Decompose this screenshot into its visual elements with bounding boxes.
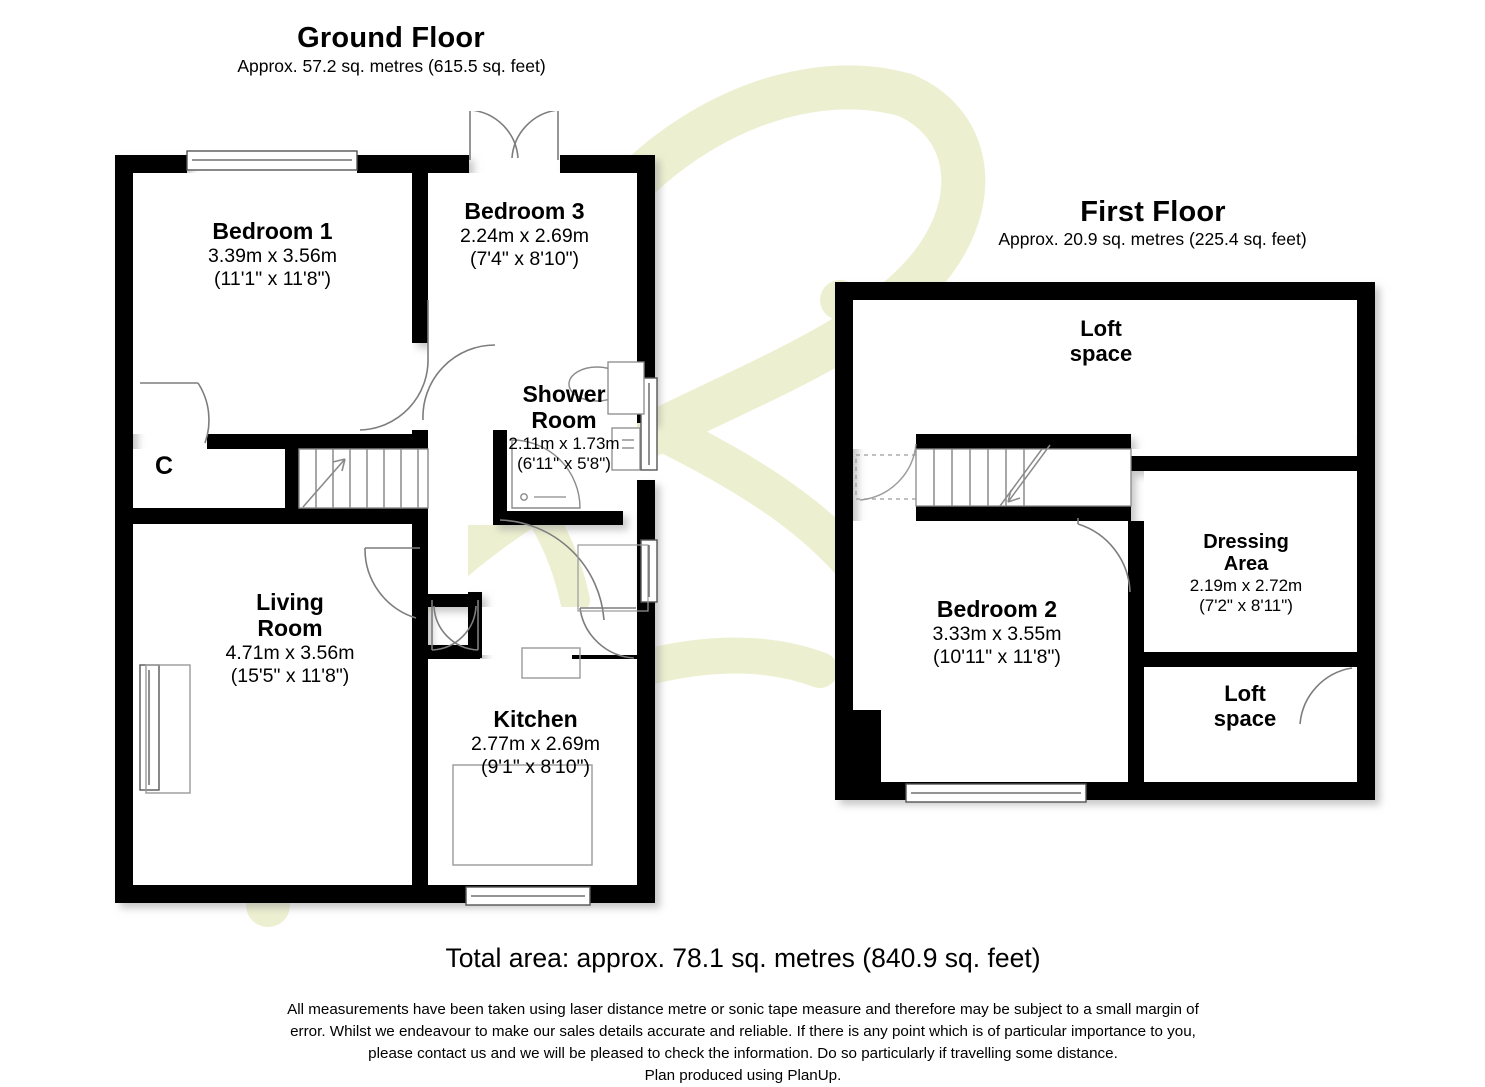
room-name-living-room-line2: Room xyxy=(257,614,323,641)
room-label-bedroom-2: Bedroom 2 3.33m x 3.55m (10'11" x 11'8") xyxy=(903,596,1091,669)
ground-floor-title: Ground Floor xyxy=(297,22,485,54)
room-dims-imperial-living-room: (15'5" x 11'8") xyxy=(230,664,350,687)
room-label-loft-space-top: Loft space xyxy=(1040,316,1162,366)
room-dims-metric-bedroom-2: 3.33m x 3.55m xyxy=(932,622,1062,645)
loft-space-top-line1: Loft xyxy=(1080,316,1122,341)
room-dims-imperial-bedroom-1: (11'1" x 11'8") xyxy=(213,267,332,290)
room-dims-metric-living-room: 4.71m x 3.56m xyxy=(225,641,355,664)
room-dims-metric-shower-room: 2.11m x 1.73m xyxy=(508,433,620,453)
room-label-living-room: Living Room 4.71m x 3.56m (15'5" x 11'8"… xyxy=(180,589,400,688)
loft-space-bottom-line1: Loft xyxy=(1224,681,1266,706)
ground-floor-doors xyxy=(140,108,649,659)
room-name-bedroom-1: Bedroom 1 xyxy=(212,218,333,244)
ground-floor-stairs xyxy=(298,448,429,509)
first-floor-stairs xyxy=(855,443,1132,507)
first-floor-room-fills xyxy=(853,300,1357,782)
room-dims-imperial-shower-room: (6'11" x 5'8") xyxy=(517,453,611,473)
room-name-shower-room-line1: Shower xyxy=(522,381,606,407)
shower-room-fixtures xyxy=(511,361,645,509)
first-floor-subtitle: Approx. 20.9 sq. metres (225.4 sq. feet) xyxy=(998,229,1307,249)
room-dims-imperial-kitchen: (9'1" x 8'10") xyxy=(480,755,591,778)
first-floor-windows xyxy=(905,783,1087,803)
room-label-bedroom-3: Bedroom 3 2.24m x 2.69m (7'4" x 8'10") xyxy=(433,198,616,271)
room-name-kitchen: Kitchen xyxy=(493,706,578,732)
room-label-cupboard: C xyxy=(154,452,174,480)
loft-space-top-line2: space xyxy=(1069,341,1133,367)
room-label-dressing-area: Dressing Area 2.19m x 2.72m (7'2" x 8'11… xyxy=(1163,531,1329,616)
ground-floor-windows xyxy=(139,150,658,906)
living-room-furniture xyxy=(145,664,191,794)
room-label-bedroom-1: Bedroom 1 3.39m x 3.56m (11'1" x 11'8") xyxy=(175,218,370,291)
room-dims-imperial-dressing-area: (7'2" x 8'11") xyxy=(1199,595,1293,615)
room-label-kitchen: Kitchen 2.77m x 2.69m (9'1" x 8'10") xyxy=(437,706,634,779)
room-name-bedroom-3: Bedroom 3 xyxy=(464,198,585,224)
room-name-dressing-area-line1: Dressing xyxy=(1203,531,1289,553)
room-name-bedroom-2: Bedroom 2 xyxy=(936,596,1058,622)
disclaimer-line-2: error. Whilst we endeavour to make our s… xyxy=(290,1023,1196,1041)
disclaimer-block: All measurements have been taken using l… xyxy=(243,999,1243,1087)
room-dims-metric-kitchen: 2.77m x 2.69m xyxy=(471,732,600,755)
total-area-text: Total area: approx. 78.1 sq. metres (840… xyxy=(445,943,1041,973)
room-label-loft-space-bottom: Loft space xyxy=(1184,681,1306,731)
kitchen-units xyxy=(452,647,593,866)
first-floor-title: First Floor xyxy=(1080,196,1226,228)
room-name-shower-room-line2: Room xyxy=(531,406,597,433)
room-dims-metric-bedroom-3: 2.24m x 2.69m xyxy=(460,224,589,247)
loft-space-bottom-line2: space xyxy=(1213,706,1277,732)
room-label-shower-room: Shower Room 2.11m x 1.73m (6'11" x 5'8") xyxy=(483,381,645,474)
room-dims-metric-bedroom-1: 3.39m x 3.56m xyxy=(208,244,337,267)
ground-floor-room-fills xyxy=(133,173,637,885)
disclaimer-line-3: please contact us and we will be pleased… xyxy=(368,1045,1118,1063)
disclaimer-line-4: Plan produced using PlanUp. xyxy=(644,1067,842,1085)
disclaimer-line-1: All measurements have been taken using l… xyxy=(287,1001,1199,1018)
room-dims-imperial-bedroom-3: (7'4" x 8'10") xyxy=(469,247,580,270)
first-floor-doors xyxy=(1077,518,1353,725)
room-dims-imperial-bedroom-2: (10'11" x 11'8") xyxy=(933,645,1061,668)
room-name-living-room-line1: Living xyxy=(256,589,324,615)
room-dims-metric-dressing-area: 2.19m x 2.72m xyxy=(1189,575,1303,595)
room-name-dressing-area-line2: Area xyxy=(1223,553,1269,576)
ground-floor-subtitle: Approx. 57.2 sq. metres (615.5 sq. feet) xyxy=(237,56,546,76)
